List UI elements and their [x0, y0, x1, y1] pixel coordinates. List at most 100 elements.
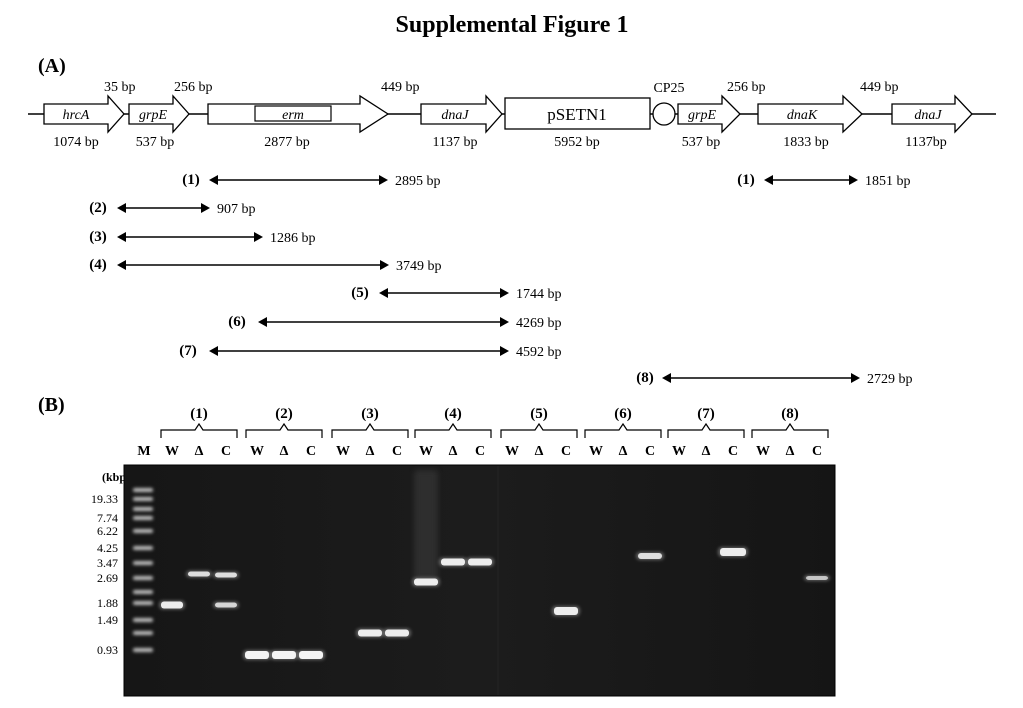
- gel-band: [297, 650, 325, 660]
- lane-label: Δ: [449, 444, 458, 459]
- lane-label: C: [392, 444, 402, 459]
- promoter-label: CP25: [653, 81, 684, 96]
- lane-group-label: (7): [697, 406, 715, 422]
- gel-band: [213, 601, 239, 609]
- marker-band: [133, 576, 153, 580]
- lane-bracket: [751, 422, 829, 438]
- marker-band: [133, 546, 153, 550]
- gene-label: pSETN1: [547, 105, 607, 124]
- lane-group-label: (3): [361, 406, 379, 422]
- gel-band: [466, 557, 494, 567]
- lane-label: Δ: [619, 444, 628, 459]
- amplicon-arrow: (1)1851 bp: [737, 172, 910, 189]
- plasmid-psetn1: pSETN1: [504, 97, 651, 130]
- amplicon-arrow: (1)2895 bp: [182, 172, 440, 189]
- gene-dnaj-2: dnaJ: [891, 94, 973, 134]
- amplicon-id: (5): [351, 285, 369, 301]
- gel-band: [243, 650, 271, 660]
- amplicon-id: (3): [89, 229, 107, 245]
- spacer-label: 449 bp: [860, 80, 899, 95]
- amplicon-arrow: (5) 1744 bp: [351, 285, 561, 302]
- amplicon-length: 2895 bp: [395, 174, 441, 189]
- lane-group-label: (1): [190, 406, 208, 422]
- gene-label: hrcA: [63, 108, 90, 123]
- amplicon-id: (8): [636, 370, 654, 386]
- amplicon-length: 2729 bp: [867, 372, 913, 387]
- amplicon-id: (4): [89, 257, 107, 273]
- lane-label: W: [589, 444, 603, 459]
- amplicon-arrow: (2)907 bp: [89, 200, 255, 217]
- amplicon-arrow: (3)1286 bp: [89, 229, 315, 246]
- marker-band: [133, 507, 153, 511]
- amplicon-length: 4269 bp: [516, 316, 562, 331]
- amplicon-length: 4592 bp: [516, 345, 562, 360]
- lane-group-label: (2): [275, 406, 293, 422]
- gene-dnaj-1: dnaJ: [420, 94, 503, 134]
- ladder-size-label: 1.49: [97, 613, 118, 627]
- marker-band: [133, 648, 153, 652]
- ladder-size-label: 6.22: [97, 524, 118, 538]
- lane-label: Δ: [195, 444, 204, 459]
- figure-title: Supplemental Figure 1: [396, 12, 629, 38]
- gene-size: 1137 bp: [433, 135, 478, 150]
- amplicon-id: (2): [89, 200, 107, 216]
- ladder-size-label: 4.25: [97, 541, 118, 555]
- ladder-size-label: 7.74: [97, 511, 118, 525]
- gel-band: [383, 628, 411, 638]
- amplicon-arrow: (8) 2729 bp: [636, 370, 912, 387]
- lane-label: Δ: [535, 444, 544, 459]
- marker-band: [133, 601, 153, 605]
- lane-label: W: [672, 444, 686, 459]
- gene-label: grpE: [688, 108, 716, 123]
- amplicon-length: 1744 bp: [516, 287, 562, 302]
- gene-size: 537 bp: [136, 135, 175, 150]
- gene-size: 5952 bp: [554, 135, 600, 150]
- gene-size: 1074 bp: [53, 135, 99, 150]
- ladder-labels: 19.337.746.224.253.472.691.881.490.93: [91, 492, 118, 657]
- lane-label: C: [475, 444, 485, 459]
- marker-band: [133, 516, 153, 520]
- marker-band: [133, 631, 153, 635]
- lane-group: (1) W Δ C: [160, 406, 238, 459]
- gel-band: [270, 650, 298, 660]
- amplicon-id: (1): [737, 172, 755, 188]
- gel-image: [123, 464, 836, 697]
- ladder-size-label: 0.93: [97, 643, 118, 657]
- lane-label: W: [250, 444, 264, 459]
- gene-size: 1137bp: [905, 135, 946, 150]
- lane-group-label: (8): [781, 406, 799, 422]
- panel-b-label: (B): [38, 394, 65, 416]
- lane-label: Δ: [280, 444, 289, 459]
- spacer-label: 256 bp: [174, 80, 213, 95]
- marker-band: [133, 561, 153, 565]
- gel-band: [718, 547, 748, 557]
- gene-label: dnaJ: [914, 108, 942, 123]
- gene-dnak: dnaK: [757, 94, 863, 134]
- ladder-size-label: 3.47: [97, 556, 118, 570]
- lane-label: C: [728, 444, 738, 459]
- lane-label-marker: M: [137, 444, 150, 459]
- lane-bracket: [245, 422, 323, 438]
- lane-bracket: [331, 422, 409, 438]
- gel-band: [412, 577, 440, 587]
- promoter-cp25: CP25: [652, 81, 685, 126]
- marker-band: [133, 590, 153, 594]
- marker-band: [133, 618, 153, 622]
- lane-bracket: [160, 422, 238, 438]
- gene-label: dnaJ: [441, 108, 469, 123]
- lane-label: W: [505, 444, 519, 459]
- gene-label: dnaK: [787, 108, 818, 123]
- gel-band: [439, 557, 467, 567]
- lane-label: W: [165, 444, 179, 459]
- lane-label: C: [221, 444, 231, 459]
- lane-group-label: (6): [614, 406, 632, 422]
- gel-band: [356, 628, 384, 638]
- lane-label: C: [812, 444, 822, 459]
- amplicon-map: (1)2895 bp(1)1851 bp(2)907 bp(3)1286 bp(…: [89, 172, 912, 387]
- lane-label: C: [561, 444, 571, 459]
- amplicon-id: (6): [228, 314, 246, 330]
